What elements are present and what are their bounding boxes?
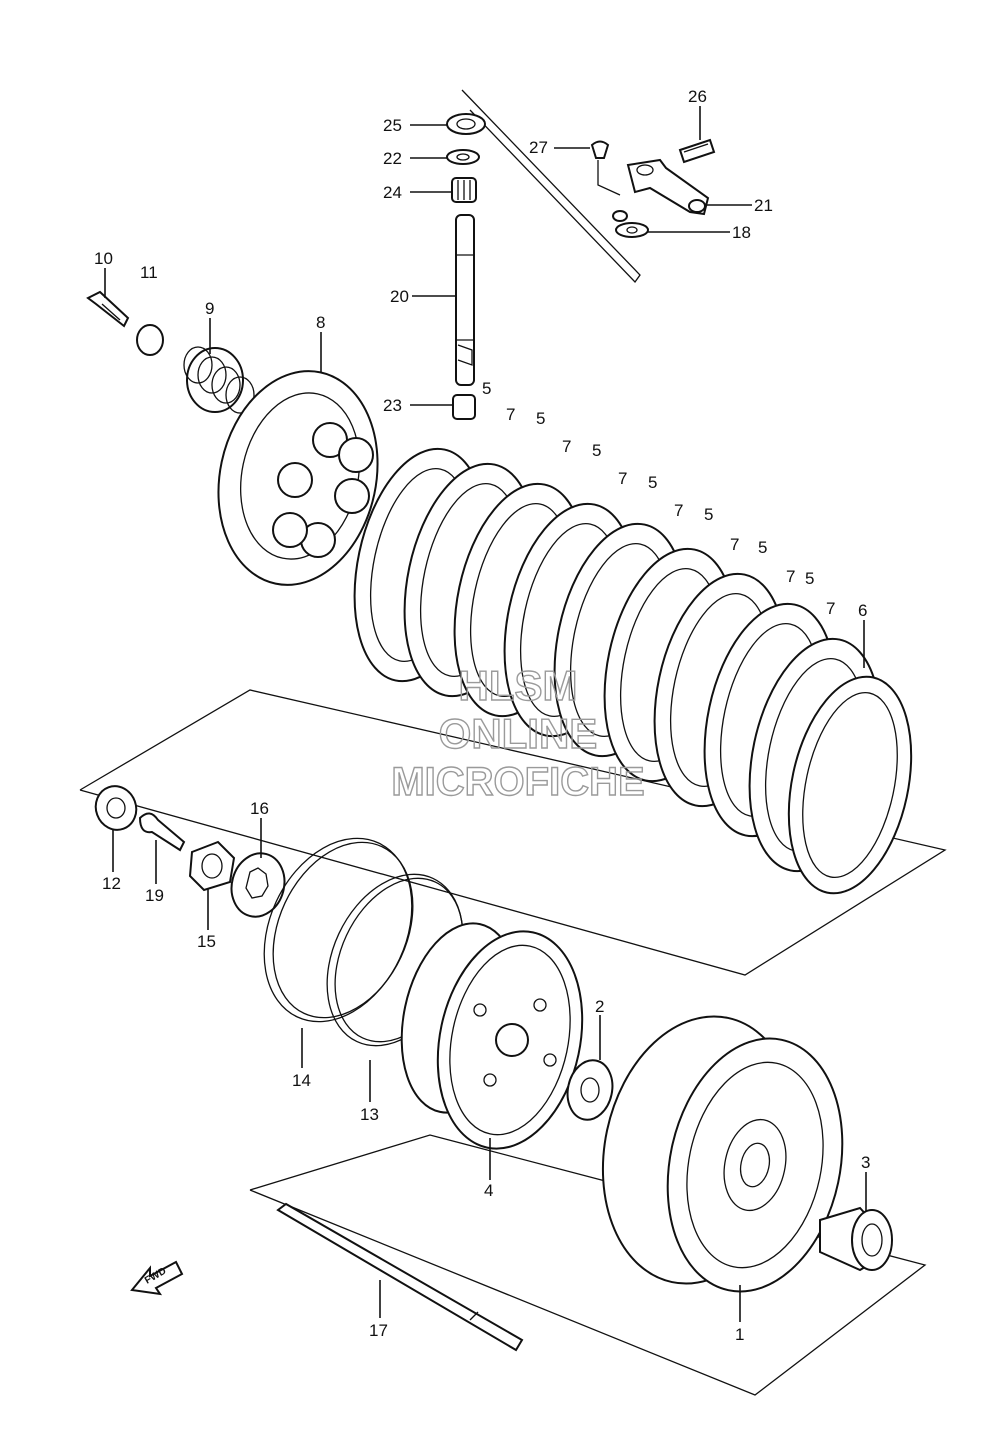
callout-20: 20 xyxy=(390,287,409,306)
callout-10: 10 xyxy=(94,249,113,268)
pressure-plate-assembly xyxy=(86,290,379,586)
bearing-bolt-group xyxy=(94,785,286,918)
callout-1: 1 xyxy=(735,1325,744,1344)
callout-3: 3 xyxy=(861,1153,870,1172)
watermark-line3: MICROFICHE xyxy=(391,760,644,804)
forward-direction-arrow: FWD xyxy=(130,1260,184,1296)
callout-11: 11 xyxy=(140,263,158,282)
callout-2: 2 xyxy=(595,997,604,1016)
callout-plate-7g: 7 xyxy=(826,599,835,618)
callout-16: 16 xyxy=(250,799,269,818)
callout-9: 9 xyxy=(205,299,214,318)
callout-plate-7a: 7 xyxy=(506,405,515,424)
callout-plate-7d: 7 xyxy=(674,501,683,520)
callout-12: 12 xyxy=(102,874,121,893)
clutch-plate-stack xyxy=(353,447,913,895)
callout-plate-5g: 5 xyxy=(805,569,814,588)
callout-27: 27 xyxy=(529,138,548,157)
release-lever-assembly xyxy=(590,138,716,238)
callout-plate-7f: 7 xyxy=(786,567,795,586)
watermark-line1: HLSM xyxy=(459,662,578,709)
sleeve-hub-assembly xyxy=(400,922,614,1150)
callout-plate-5d: 5 xyxy=(648,473,657,492)
callout-4: 4 xyxy=(484,1181,493,1200)
callout-plate-7e: 7 xyxy=(730,535,739,554)
callout-18: 18 xyxy=(732,223,751,242)
callout-17: 17 xyxy=(369,1321,388,1340)
watermark: HLSM ONLINE MICROFICHE xyxy=(391,661,646,804)
callout-8: 8 xyxy=(316,313,325,332)
callout-6: 6 xyxy=(858,601,867,620)
callout-numbers: 25 22 24 20 23 27 26 21 18 10 11 9 8 5 7… xyxy=(94,87,870,1344)
callout-14: 14 xyxy=(292,1071,311,1090)
callout-19: 19 xyxy=(145,886,164,905)
callout-plate-5b: 5 xyxy=(536,409,545,428)
callout-plate-7b: 7 xyxy=(562,437,571,456)
push-rod xyxy=(276,1202,524,1352)
watermark-line2: ONLINE xyxy=(439,710,598,757)
assembly-frames xyxy=(79,89,947,1396)
callout-plate-5e: 5 xyxy=(704,505,713,524)
clutch-housing-assembly xyxy=(601,1015,893,1293)
release-shaft-assembly xyxy=(446,113,486,420)
callout-23: 23 xyxy=(383,396,402,415)
callout-plate-7c: 7 xyxy=(618,469,627,488)
callout-24: 24 xyxy=(383,183,402,202)
callout-21: 21 xyxy=(754,196,773,215)
callout-plate-5f: 5 xyxy=(758,538,767,557)
callout-22: 22 xyxy=(383,149,402,168)
callout-plate-5c: 5 xyxy=(592,441,601,460)
callout-25: 25 xyxy=(383,116,402,135)
leader-lines xyxy=(104,106,867,1322)
callout-26: 26 xyxy=(688,87,707,106)
callout-plate-5a: 5 xyxy=(482,379,491,398)
callout-13: 13 xyxy=(360,1105,379,1124)
callout-15: 15 xyxy=(197,932,216,951)
